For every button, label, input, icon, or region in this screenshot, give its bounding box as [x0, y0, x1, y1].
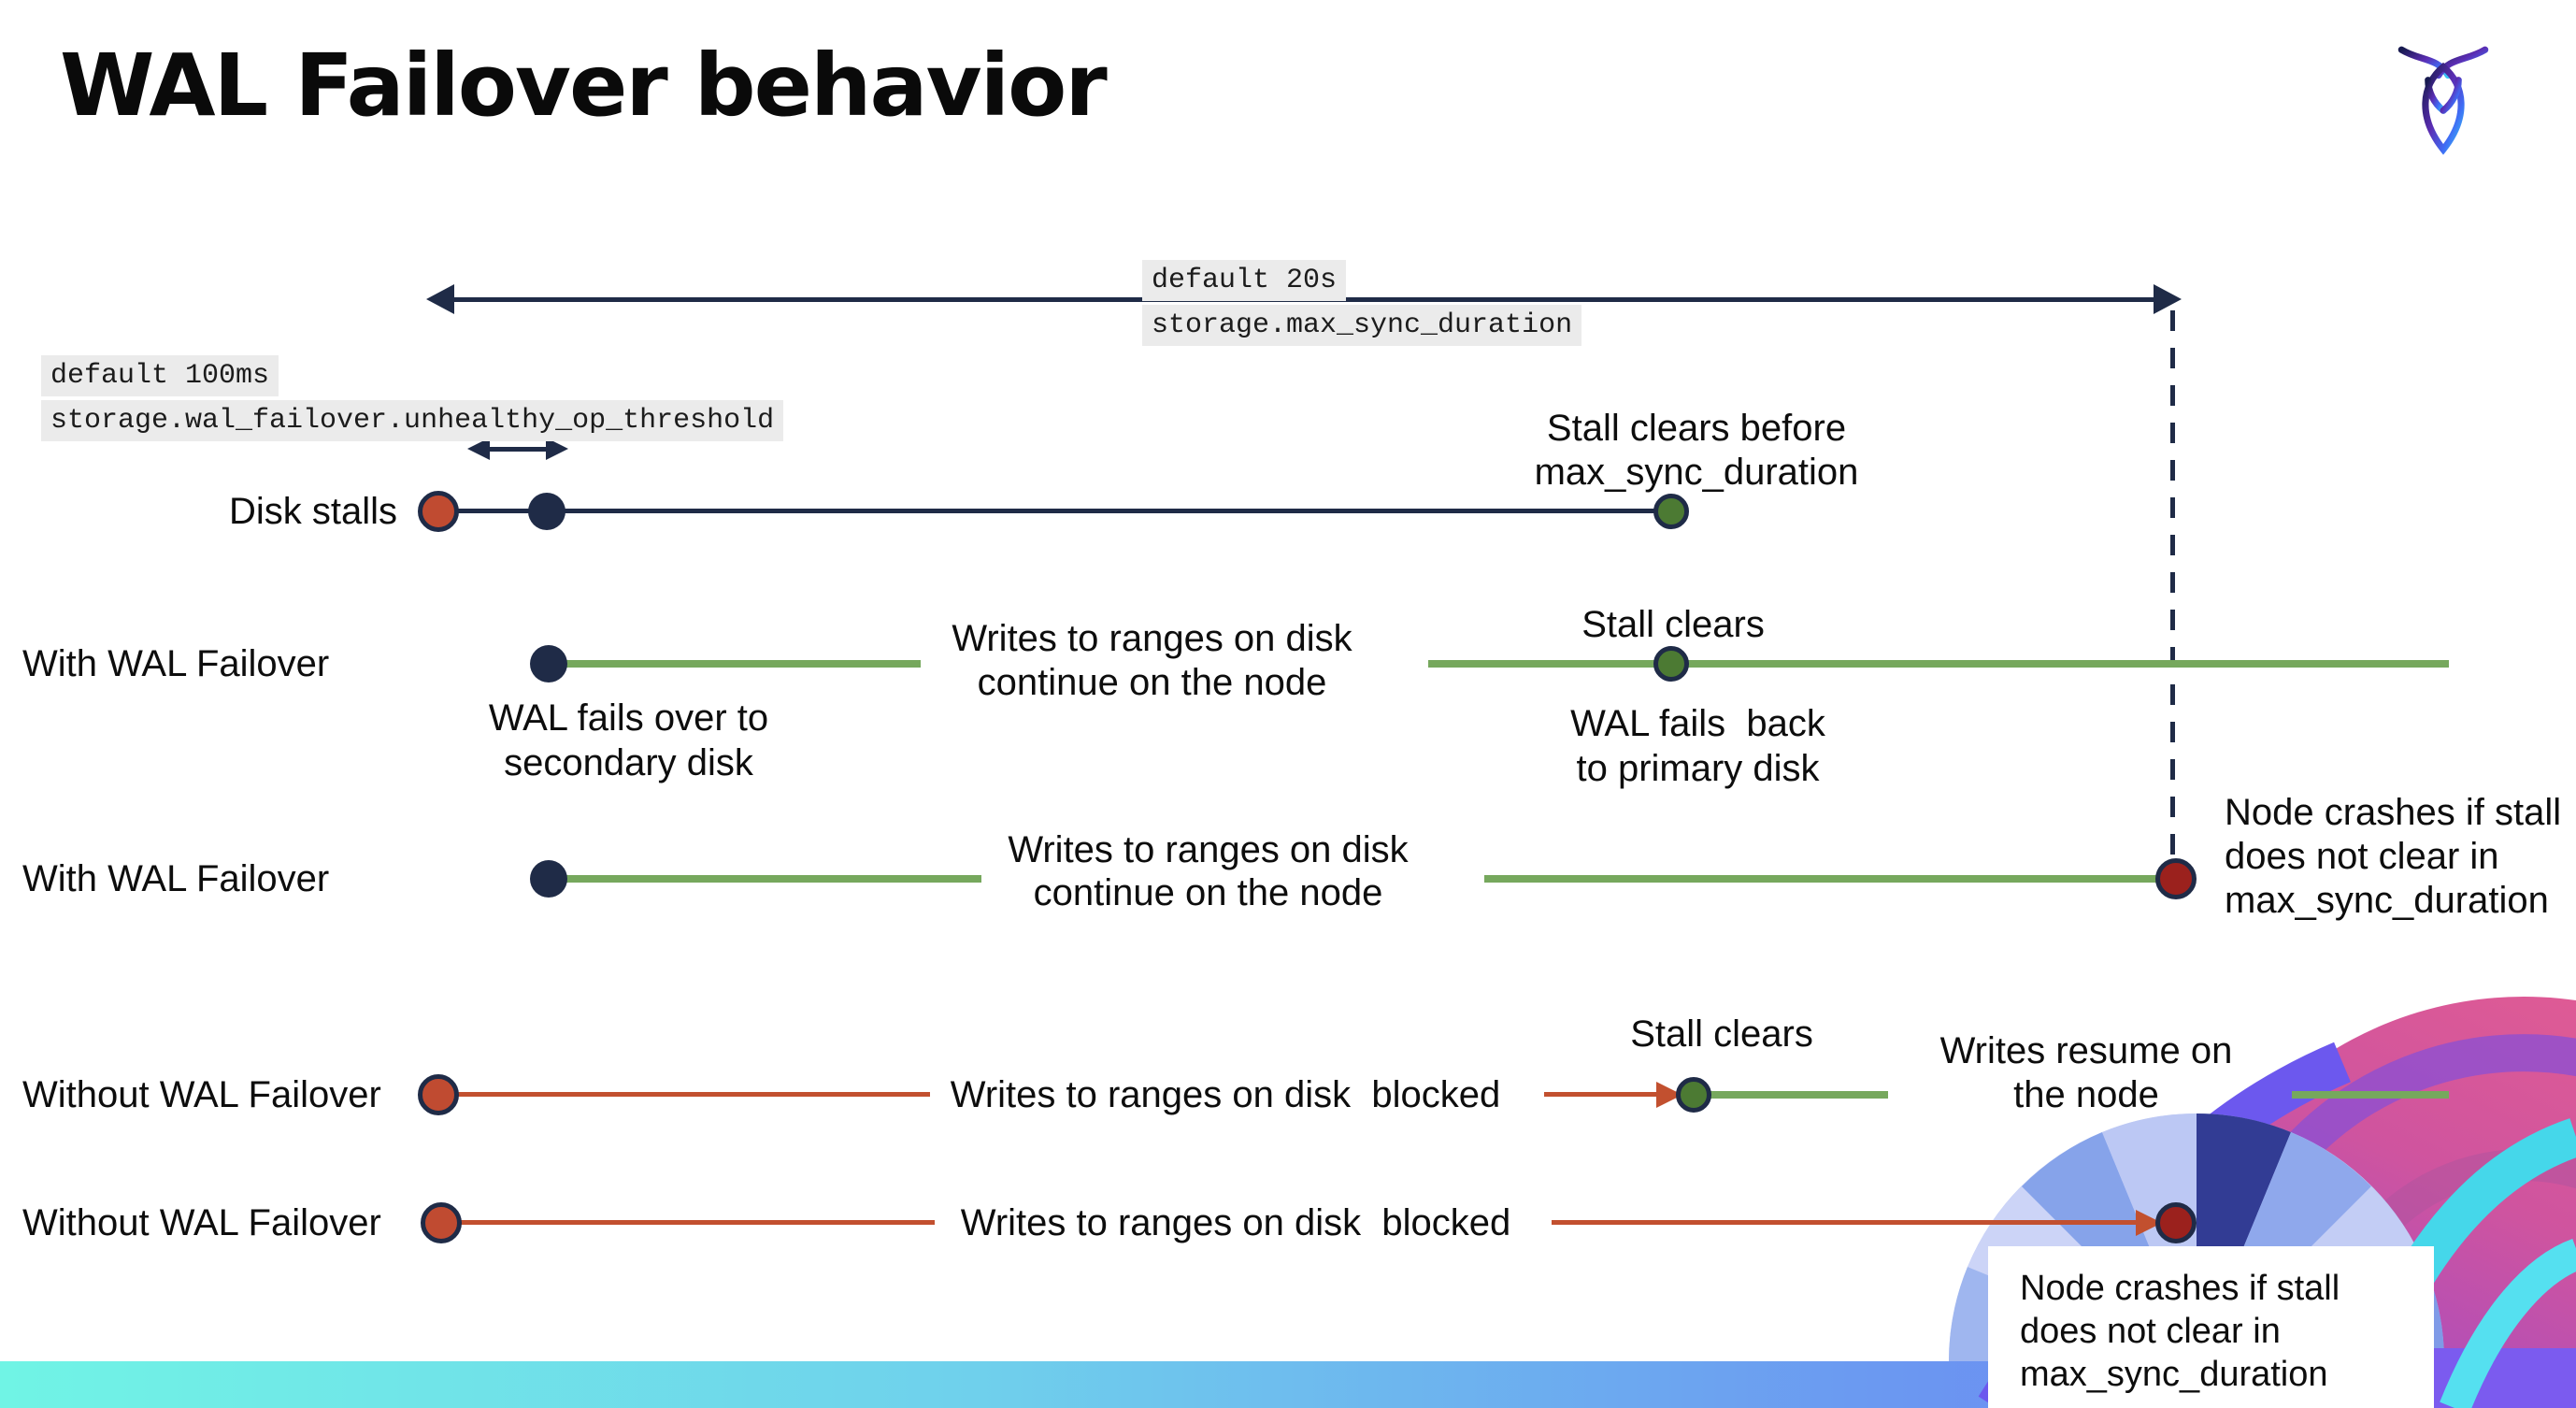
stall-start-dot [418, 491, 459, 532]
node-crash-dot [2155, 858, 2197, 899]
note-writes-blocked: Writes to ranges on disk blocked [960, 1202, 1511, 1243]
note-writes-continue: Writes to ranges on disk continue on the… [952, 618, 1352, 703]
setting-name-max-sync: storage.max_sync_duration [1142, 305, 1582, 346]
row-label-without-wal-failover-1: Without WAL Failover [22, 1074, 381, 1115]
blocked-writes-line [1544, 1092, 1656, 1097]
node-crash-dot [2155, 1202, 2197, 1243]
note-node-crashes: Node crashes if stall does not clear in … [2020, 1269, 2340, 1394]
setting-name-unhealthy-op: storage.wal_failover.unhealthy_op_thresh… [41, 400, 784, 441]
healthy-writes-line [1428, 660, 2449, 668]
unhealthy-op-span-line [480, 447, 548, 452]
note-stall-clears-before: Stall clears before max_sync_duration [1534, 408, 1859, 493]
deadline-dashed-line [2170, 310, 2175, 866]
stall-start-dot [421, 1202, 462, 1243]
resumed-writes-line [2292, 1091, 2449, 1099]
resumed-writes-line [1705, 1091, 1888, 1099]
healthy-writes-line [561, 660, 921, 668]
arrow-right-icon [546, 438, 568, 460]
failover-dot [530, 645, 567, 682]
note-wal-fails-over: WAL fails over to secondary disk [488, 697, 769, 783]
note-node-crashes: Node crashes if stall does not clear in … [2225, 792, 2562, 921]
note-writes-resume: Writes resume on the node [1939, 1030, 2233, 1115]
cockroachdb-logo-icon [2397, 46, 2489, 155]
threshold-dot [528, 493, 565, 530]
note-wal-fails-back: WAL fails back to primary disk [1570, 703, 1825, 789]
blocked-writes-line [452, 1220, 935, 1225]
setting-default-max-sync: default 20s [1142, 260, 1347, 301]
stall-start-dot [418, 1074, 459, 1115]
arrow-right-icon [2154, 284, 2182, 314]
blocked-writes-line [450, 1092, 930, 1097]
healthy-writes-line [1484, 875, 2161, 883]
blocked-writes-line [1552, 1220, 2136, 1225]
note-writes-continue: Writes to ranges on disk continue on the… [1008, 829, 1409, 913]
crash-note-box: Node crashes if stall does not clear in … [1988, 1246, 2434, 1408]
page-title: WAL Failover behavior [60, 36, 1108, 136]
arrow-left-icon [426, 284, 454, 314]
row-label-disk-stalls: Disk stalls [229, 491, 398, 532]
setting-default-unhealthy-op: default 100ms [41, 355, 279, 396]
stall-clear-dot [1653, 494, 1689, 529]
failover-dot [530, 860, 567, 898]
note-stall-clears: Stall clears [1581, 604, 1765, 645]
note-writes-blocked: Writes to ranges on disk blocked [950, 1074, 1501, 1115]
note-stall-clears: Stall clears [1630, 1013, 1813, 1055]
healthy-writes-line [561, 875, 981, 883]
stall-clear-dot [1676, 1077, 1711, 1113]
row-label-with-wal-failover-1: With WAL Failover [22, 643, 330, 684]
row-label-with-wal-failover-2: With WAL Failover [22, 858, 330, 899]
stall-clear-dot [1653, 646, 1689, 682]
disk-stall-timeline [438, 509, 1671, 513]
row-label-without-wal-failover-2: Without WAL Failover [22, 1202, 381, 1243]
arrow-left-icon [467, 438, 490, 460]
